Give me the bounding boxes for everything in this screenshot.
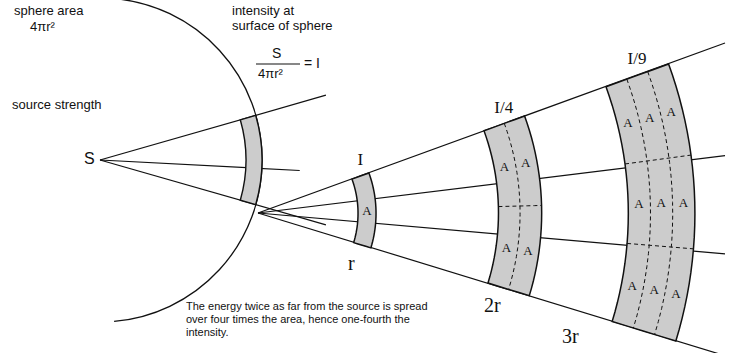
grid-line <box>504 124 520 290</box>
area-label: A <box>500 160 509 173</box>
area-label: A <box>521 156 530 169</box>
formula-text: 4πr² <box>30 19 55 34</box>
intensity-label: I/4 <box>494 99 513 116</box>
sphere-label: sphere area <box>14 3 83 18</box>
patch-outline <box>482 114 544 298</box>
distance-label: 2r <box>484 294 501 316</box>
source-symbol: S <box>84 150 95 168</box>
area-label: A <box>628 278 637 291</box>
grid-line <box>625 155 691 164</box>
patch-shape <box>352 173 376 248</box>
area-label: A <box>645 110 654 123</box>
area-label: A <box>649 282 658 295</box>
patch-shape <box>484 116 542 296</box>
sphere-arc <box>114 0 262 321</box>
ray-line <box>100 160 326 225</box>
formula-text: S <box>272 45 281 61</box>
area-label: A <box>623 115 632 128</box>
formula-text: 4πr² <box>258 66 283 81</box>
area-label: A <box>666 105 675 118</box>
ray-line <box>100 160 300 171</box>
area-label: A <box>523 243 532 256</box>
note-label: intensity at surface of sphere <box>232 3 340 33</box>
patch-shape <box>606 64 695 341</box>
ray-line <box>100 95 326 160</box>
area-label: A <box>502 240 511 253</box>
intensity-label: I/9 <box>628 50 647 67</box>
intensity-label: I <box>358 151 364 168</box>
grid-line <box>627 243 693 248</box>
area-label: A <box>656 196 665 209</box>
surface-patch: I/9AAAAAAAAA <box>604 62 697 343</box>
area-label: A <box>679 195 688 208</box>
surface-patch: I/4AAAA <box>482 114 544 298</box>
area-label: A <box>362 204 371 217</box>
fraction-bar <box>256 63 300 64</box>
area-label: A <box>671 286 680 299</box>
caption-text: The energy twice as far from the source … <box>186 300 436 339</box>
area-label: A <box>634 197 643 210</box>
sphere-patch <box>240 115 262 204</box>
source-label: source strength <box>12 97 102 112</box>
surface-patch: IA <box>350 171 378 250</box>
distance-label: r <box>348 252 355 274</box>
formula-text: = I <box>304 55 320 71</box>
distance-label: 3r <box>562 325 579 347</box>
